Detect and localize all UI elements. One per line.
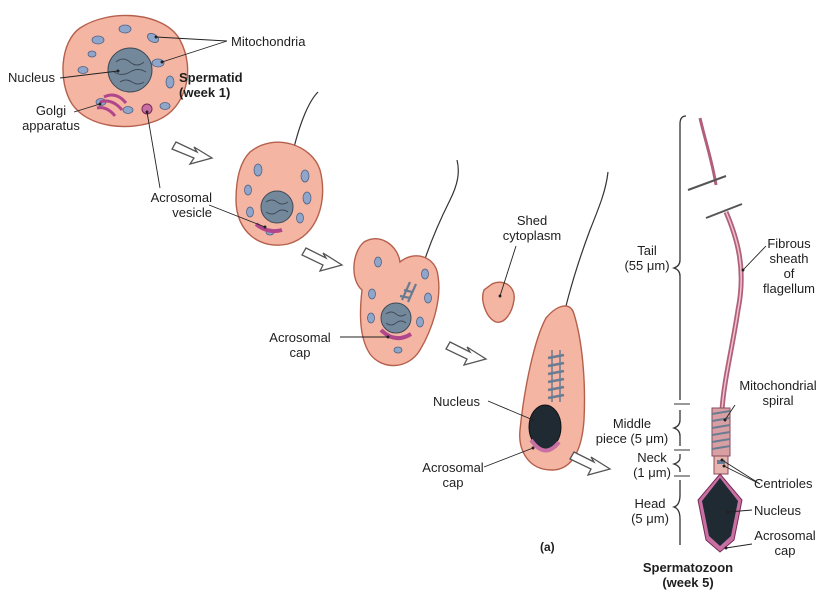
label-spermatozoon-week5: Spermatozoon (week 5) [636,560,740,590]
label-acrosomal-vesicle: Acrosomal vesicle [128,190,212,220]
stage-2-cell [236,92,323,245]
label-tail-55um: Tail (55 μm) [620,243,674,273]
label-middle-piece: Middle piece (5 μm) [586,416,678,446]
spermatozoon [674,116,742,552]
arrow-4 [570,452,610,475]
label-fibrous-sheath: Fibrous sheath of flagellum [758,236,820,296]
label-head: Head (5 μm) [624,496,676,526]
label-spermatid-week1: Spermatid (week 1) [179,70,243,100]
label-golgi-apparatus: Golgi apparatus [16,103,86,133]
arrow-1 [172,142,212,164]
arrow-2 [302,248,342,271]
label-nucleus-stage4: Nucleus [433,394,480,409]
label-neck: Neck (1 μm) [628,450,676,480]
shed-cytoplasm-blob [483,282,514,322]
label-nucleus-spermatid: Nucleus [8,70,55,85]
label-acrosomal-cap-stage4: Acrosomal cap [414,460,492,490]
label-mitochondria: Mitochondria [231,34,305,49]
arrow-3 [446,342,486,365]
label-mitochondrial-spiral: Mitochondrial spiral [730,378,826,408]
label-panel-a: (a) [540,540,555,555]
label-acrosomal-cap-spermatozoon: Acrosomal cap [746,528,824,558]
stage-3-cell [354,160,458,366]
label-shed-cytoplasm: Shed cytoplasm [492,213,572,243]
label-centrioles: Centrioles [754,476,813,491]
label-acrosomal-cap-stage3: Acrosomal cap [260,330,340,360]
label-nucleus-spermatozoon: Nucleus [754,503,801,518]
